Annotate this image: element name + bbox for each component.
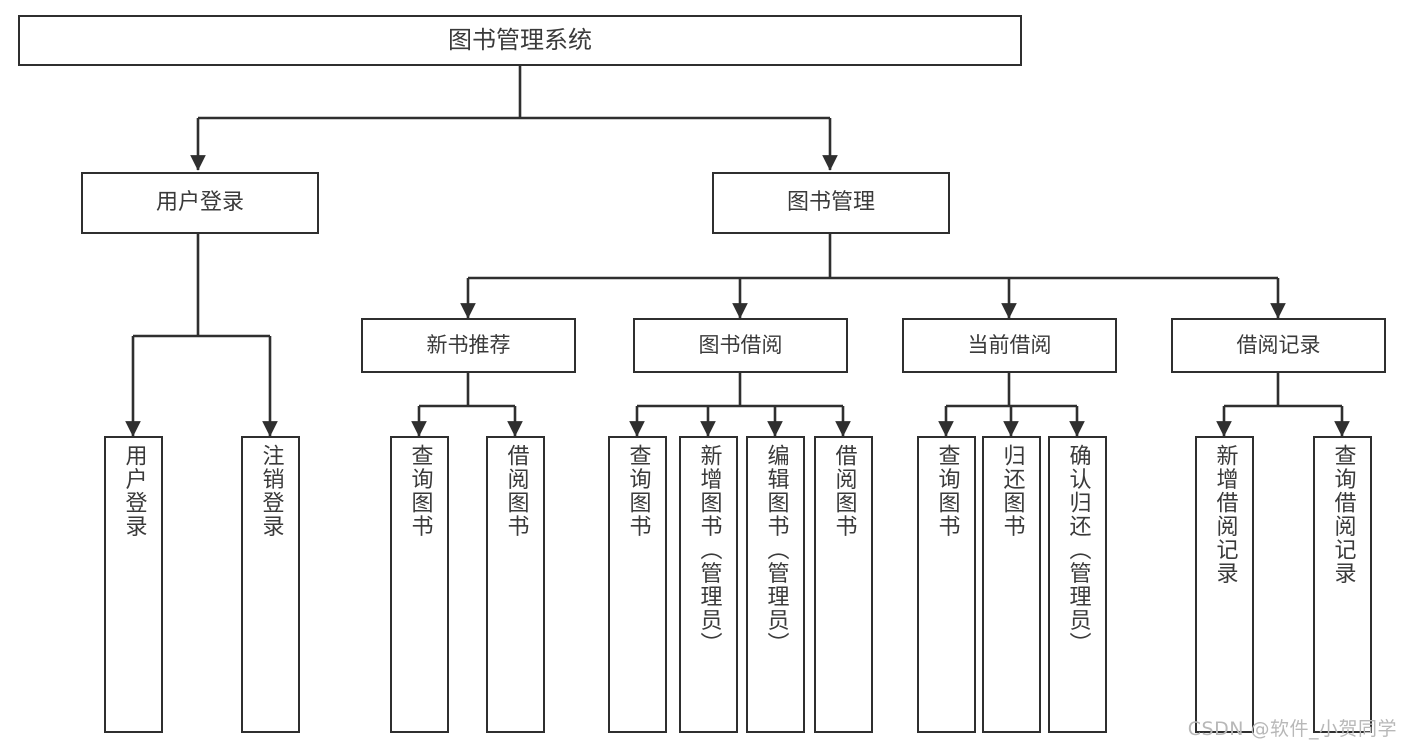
leaf-borrow-book-recommend-label: 借阅图书	[503, 444, 529, 538]
leaf-logout-label: 注销登录	[258, 444, 284, 538]
leaf-query-book-recommend-label: 查询图书	[407, 444, 433, 538]
node-book-borrow-label: 图书借阅	[698, 333, 783, 358]
leaf-confirm-return-admin-label: 确认归还（管理员）	[1065, 444, 1091, 656]
leaf-edit-book-admin[interactable]: 编辑图书（管理员）	[746, 436, 805, 733]
leaf-query-book-recommend[interactable]: 查询图书	[390, 436, 449, 733]
node-current-borrow-label: 当前借阅	[967, 333, 1052, 358]
leaf-query-borrow-record-label: 查询借阅记录	[1330, 444, 1356, 585]
node-new-book-recommend-label: 新书推荐	[426, 333, 511, 358]
leaf-query-borrow-record[interactable]: 查询借阅记录	[1313, 436, 1372, 733]
leaf-add-book-admin[interactable]: 新增图书（管理员）	[679, 436, 738, 733]
leaf-query-book-current-label: 查询图书	[934, 444, 960, 538]
leaf-add-borrow-record[interactable]: 新增借阅记录	[1195, 436, 1254, 733]
leaf-logout[interactable]: 注销登录	[241, 436, 300, 733]
leaf-user-login-label: 用户登录	[121, 444, 147, 538]
leaf-borrow-book-label: 借阅图书	[831, 444, 857, 538]
leaf-borrow-book-recommend[interactable]: 借阅图书	[486, 436, 545, 733]
leaf-user-login[interactable]: 用户登录	[104, 436, 163, 733]
leaf-return-book[interactable]: 归还图书	[982, 436, 1041, 733]
leaf-add-book-admin-label: 新增图书（管理员）	[696, 444, 722, 656]
node-user-login[interactable]: 用户登录	[81, 172, 319, 234]
node-user-login-label: 用户登录	[155, 190, 244, 216]
leaf-query-book-borrow[interactable]: 查询图书	[608, 436, 667, 733]
leaf-add-borrow-record-label: 新增借阅记录	[1212, 444, 1238, 585]
node-borrow-record[interactable]: 借阅记录	[1171, 318, 1386, 373]
leaf-edit-book-admin-label: 编辑图书（管理员）	[763, 444, 789, 656]
leaf-confirm-return-admin[interactable]: 确认归还（管理员）	[1048, 436, 1107, 733]
csdn-watermark: CSDN @软件_小贺同学	[1187, 718, 1397, 740]
node-current-borrow[interactable]: 当前借阅	[902, 318, 1117, 373]
leaf-query-book-current[interactable]: 查询图书	[917, 436, 976, 733]
node-new-book-recommend[interactable]: 新书推荐	[361, 318, 576, 373]
leaf-borrow-book[interactable]: 借阅图书	[814, 436, 873, 733]
node-book-borrow[interactable]: 图书借阅	[633, 318, 848, 373]
leaf-query-book-borrow-label: 查询图书	[625, 444, 651, 538]
node-borrow-record-label: 借阅记录	[1236, 333, 1321, 358]
node-book-manage[interactable]: 图书管理	[712, 172, 950, 234]
node-root[interactable]: 图书管理系统	[18, 15, 1022, 66]
node-root-label: 图书管理系统	[448, 26, 592, 55]
leaf-return-book-label: 归还图书	[999, 444, 1025, 538]
node-book-manage-label: 图书管理	[786, 190, 875, 216]
